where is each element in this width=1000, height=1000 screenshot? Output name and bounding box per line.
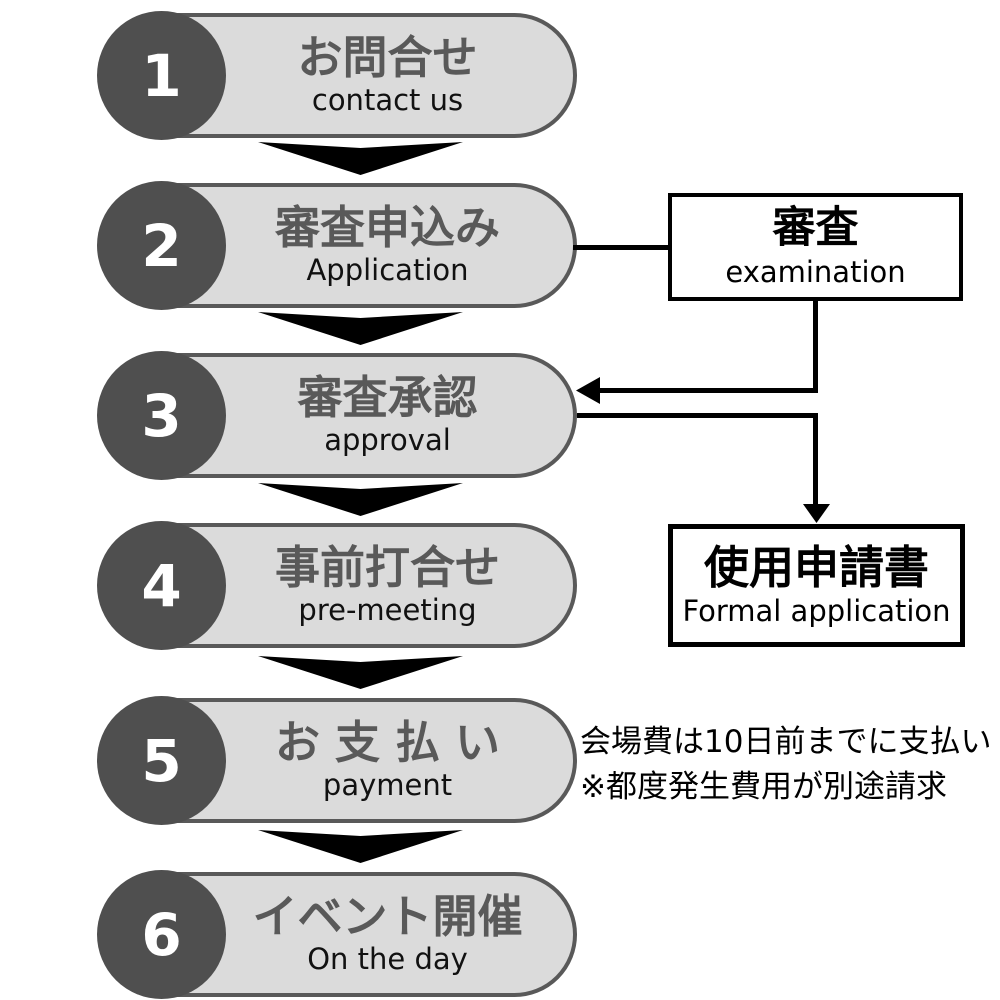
step-4-number-badge: 4 xyxy=(97,521,226,650)
examination-box: 審査 examination xyxy=(668,193,963,301)
payment-note-line1: 会場費は10日前までに支払い xyxy=(580,724,992,760)
step-5-number-badge: 5 xyxy=(97,696,226,825)
step-4-labels: 事前打合せ pre-meeting xyxy=(220,523,555,648)
step-6-labels: イベント開催 On the day xyxy=(220,872,555,997)
connector-examination-to-approval-segment xyxy=(596,388,818,393)
step-6-number: 6 xyxy=(141,900,182,969)
step-4-subtitle: pre-meeting xyxy=(298,593,477,628)
step-3-labels: 審査承認 approval xyxy=(220,353,555,478)
step-5-subtitle: payment xyxy=(322,768,453,803)
examination-box-title: 審査 xyxy=(772,203,859,254)
step-2-number-badge: 2 xyxy=(97,181,226,310)
flow-arrow-down-icon xyxy=(258,483,463,516)
step-6: 6 イベント開催 On the day xyxy=(97,870,577,999)
formal-application-box-title: 使用申請書 xyxy=(703,540,929,594)
step-3-number-badge: 3 xyxy=(97,351,226,480)
step-2-subtitle: Application xyxy=(306,253,469,288)
step-1-subtitle: contact us xyxy=(311,83,464,118)
step-5: 5 お支払い payment xyxy=(97,696,577,825)
step-6-title: イベント開催 xyxy=(252,889,523,943)
step-6-number-badge: 6 xyxy=(97,870,226,999)
step-3-subtitle: approval xyxy=(324,423,451,458)
step-4-number: 4 xyxy=(141,551,182,620)
formal-application-box-subtitle: Formal application xyxy=(682,594,951,629)
step-2-title: 審査申込み xyxy=(274,200,500,254)
arrowhead-down-icon xyxy=(803,504,830,523)
connector-application-to-examination xyxy=(573,245,670,250)
flow-arrow-down-icon xyxy=(258,656,463,689)
step-3: 3 審査承認 approval xyxy=(97,351,577,480)
arrowhead-left-icon xyxy=(576,377,600,404)
connector-down-to-formal-segment xyxy=(813,413,818,507)
payment-note: 会場費は10日前までに支払い ※都度発生費用が別途請求 xyxy=(580,720,991,810)
connector-approval-right-segment xyxy=(577,413,818,418)
step-1-labels: お問合せ contact us xyxy=(220,13,555,138)
step-5-labels: お支払い payment xyxy=(220,698,555,823)
step-5-number: 5 xyxy=(141,726,182,795)
connector-examination-down-segment xyxy=(813,300,818,391)
payment-note-line2: ※都度発生費用が別途請求 xyxy=(580,769,947,805)
step-6-subtitle: On the day xyxy=(307,942,468,977)
step-2: 2 審査申込み Application xyxy=(97,181,577,310)
flow-arrow-down-icon xyxy=(258,142,463,175)
step-4-title: 事前打合せ xyxy=(274,540,500,594)
step-4: 4 事前打合せ pre-meeting xyxy=(97,521,577,650)
step-2-labels: 審査申込み Application xyxy=(220,183,555,308)
step-1-title: お問合せ xyxy=(297,30,478,84)
step-1-number-badge: 1 xyxy=(97,11,226,140)
step-3-number: 3 xyxy=(141,381,182,450)
step-5-title: お支払い xyxy=(274,715,515,769)
formal-application-box: 使用申請書 Formal application xyxy=(668,524,965,647)
step-2-number: 2 xyxy=(141,211,182,280)
examination-box-subtitle: examination xyxy=(725,254,906,289)
flow-arrow-down-icon xyxy=(258,312,463,345)
step-1: 1 お問合せ contact us xyxy=(97,11,577,140)
step-1-number: 1 xyxy=(141,41,182,110)
flow-arrow-down-icon xyxy=(258,830,463,863)
step-3-title: 審査承認 xyxy=(297,370,478,424)
